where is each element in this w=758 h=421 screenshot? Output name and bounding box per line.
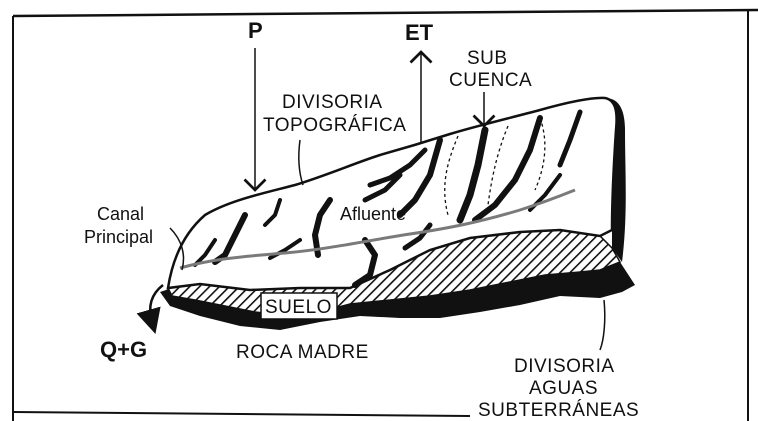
main-channel-label-line2: Principal [84,227,153,247]
evapotranspiration-label: ET [405,20,434,45]
main-channel-label-line1: Canal [97,204,144,224]
topographic-divide-label-line2: TOPOGRÁFICA [263,115,406,136]
subbasin-label-line1: SUB [467,48,508,69]
groundwater-divide-label-line3: SUBTERRÁNEAS [478,400,639,421]
precipitation-label: P [248,18,263,43]
subbasin-label-line2: CUENCA [449,70,532,91]
topographic-divide-label-line1: DIVISORIA [282,92,383,113]
outflow-arrow [150,285,163,322]
soil-label: SUELO [265,297,332,318]
groundwater-divide-label-line2: AGUAS [529,378,598,399]
groundwater-divide-label-line1: DIVISORIA [514,356,615,377]
tributary-label: Afluente [340,204,406,224]
bedrock-label: ROCA MADRE [236,342,369,363]
outflow-label: Q+G [100,337,147,362]
